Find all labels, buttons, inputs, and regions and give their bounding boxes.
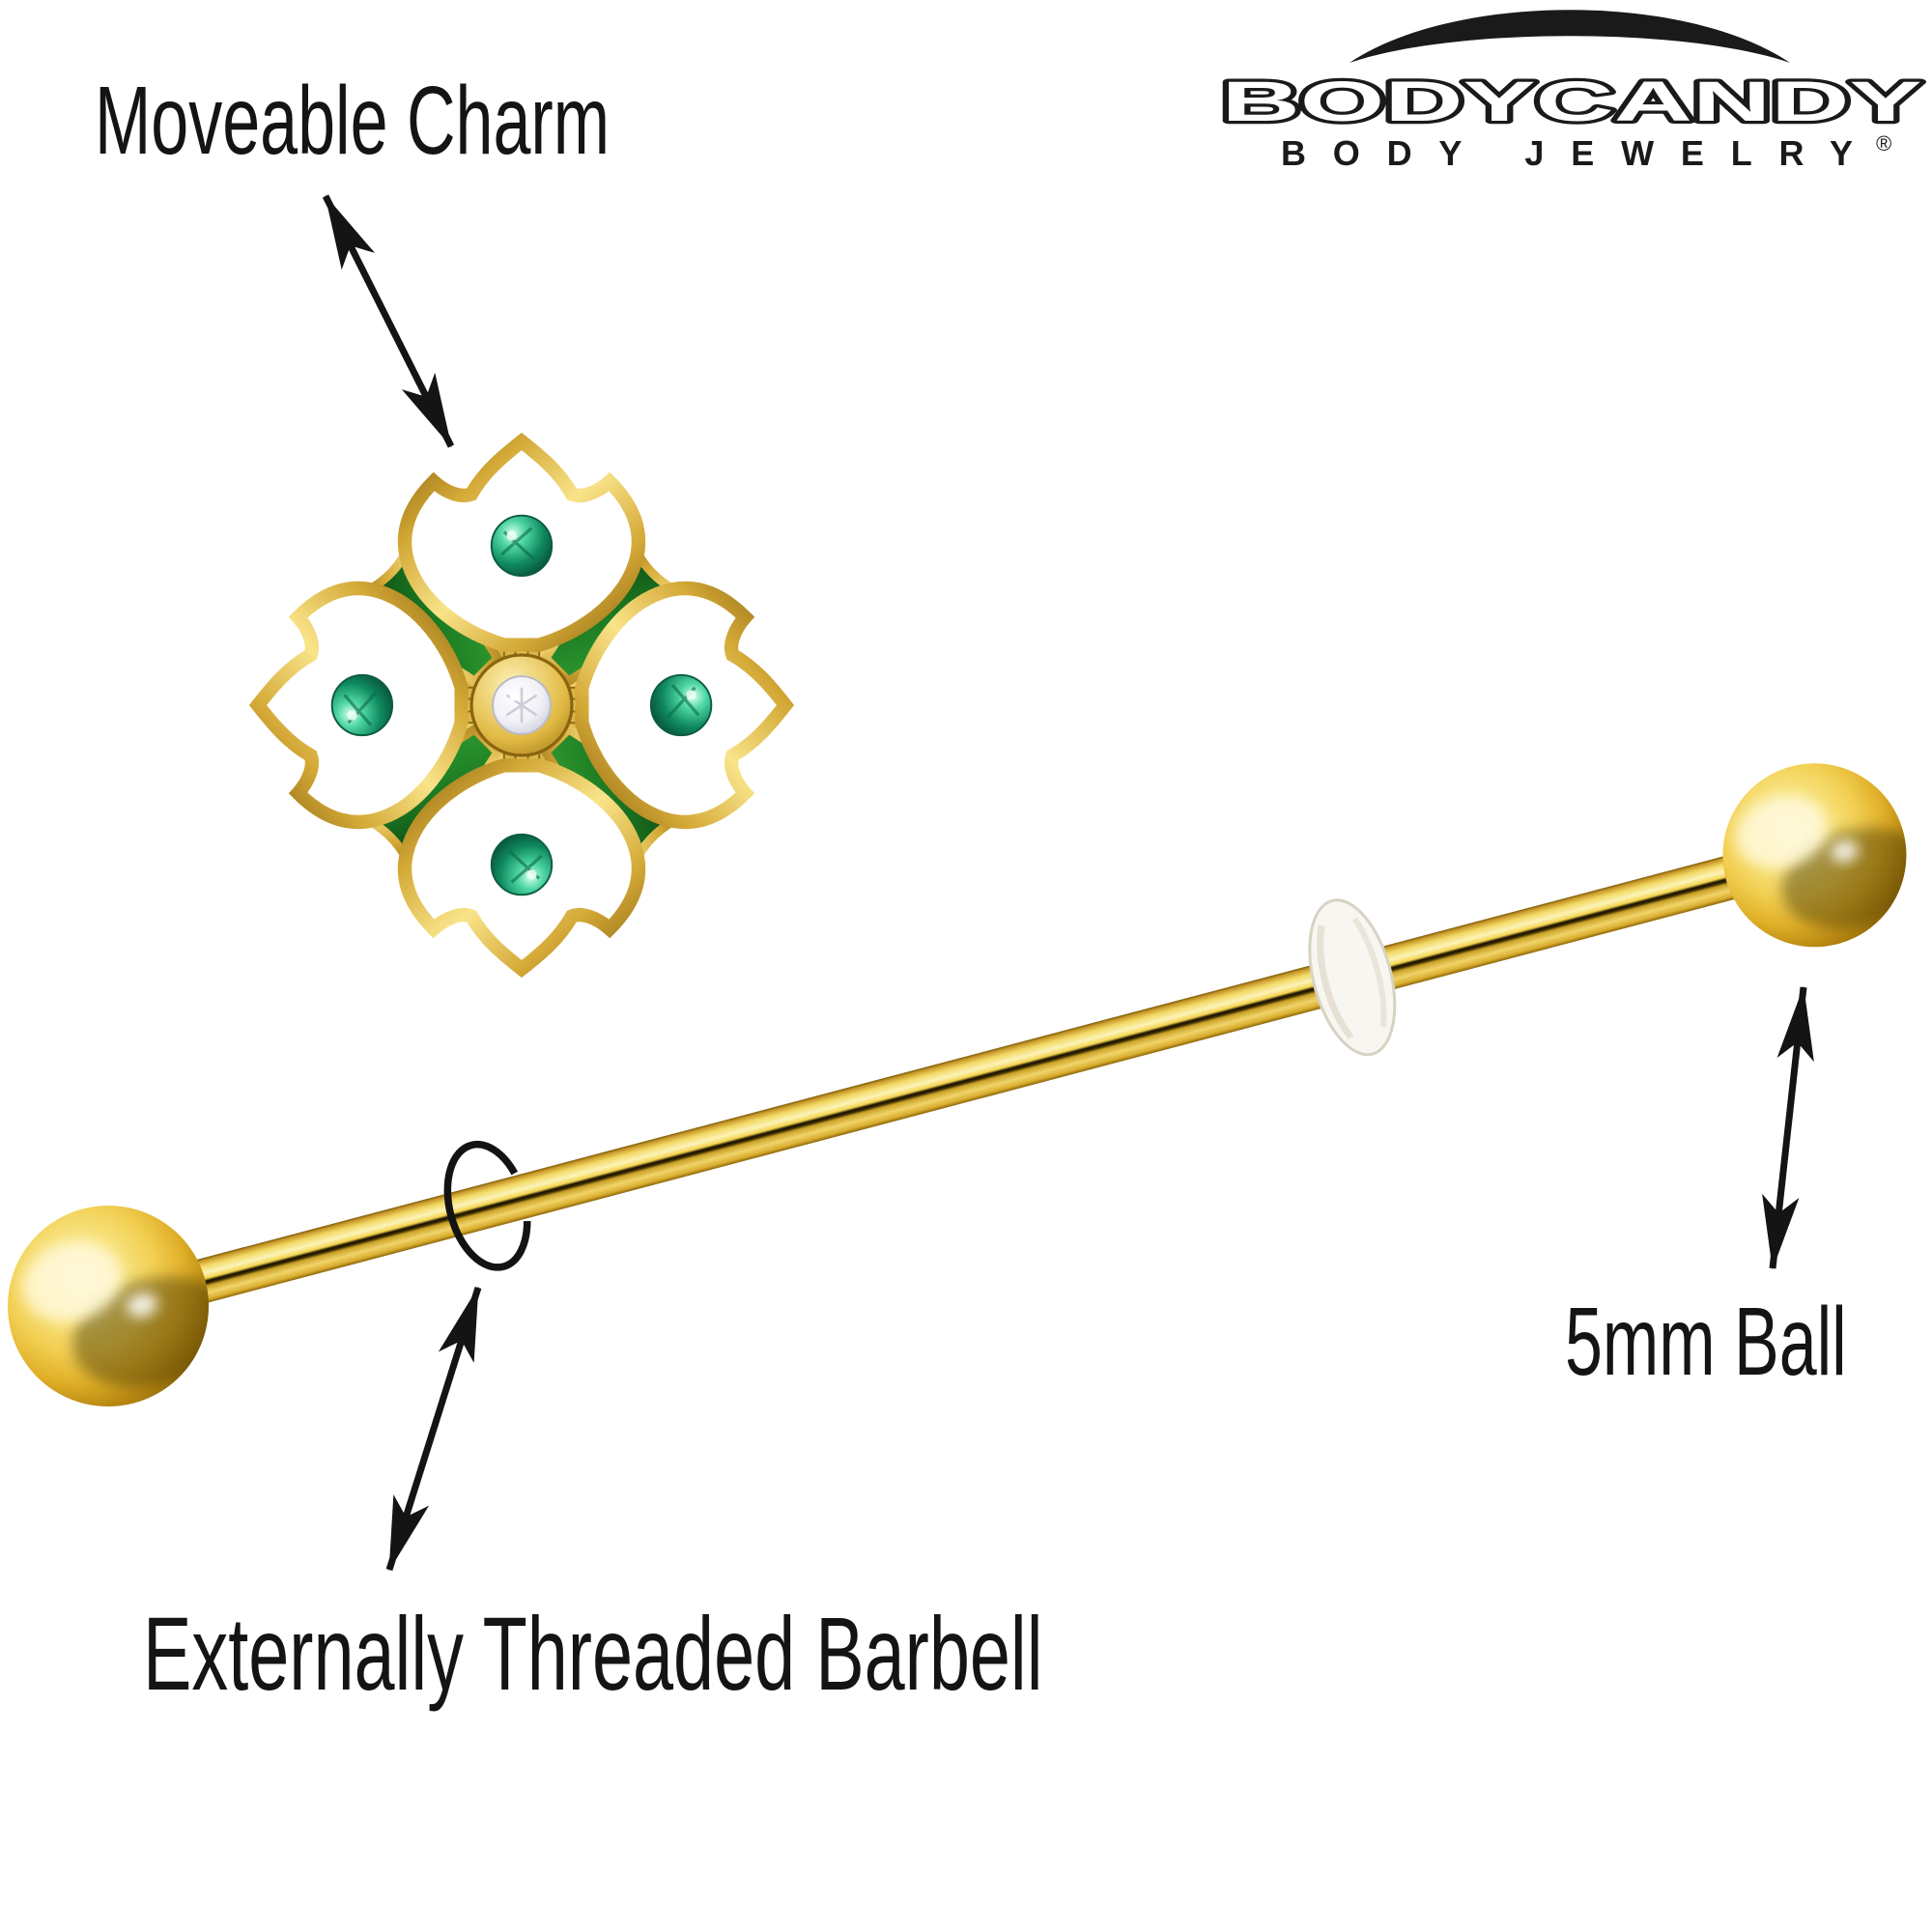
bodycandy-logo: BODYCANDY BODY JEWELRY ® bbox=[1218, 10, 1925, 173]
charm-petals bbox=[248, 432, 795, 979]
barbell-ball-left bbox=[8, 1206, 232, 1406]
ball-size-label: 5mm Ball bbox=[1565, 1292, 1932, 1393]
ball-double-arrow-icon bbox=[1762, 985, 1814, 1270]
logo-swoosh-icon bbox=[1350, 10, 1790, 63]
barbell-shaft bbox=[102, 834, 1821, 1328]
barbell-type-label-text: Externally Threaded Barbell bbox=[143, 1595, 1043, 1712]
ball-size-label-text: 5mm Ball bbox=[1565, 1288, 1847, 1396]
charm-center-stone bbox=[469, 653, 574, 757]
barbell-ball-right bbox=[1722, 763, 1927, 948]
logo-brand-text: BODYCANDY bbox=[1222, 71, 1922, 133]
industrial-barbell bbox=[8, 763, 1927, 1406]
moveable-charm bbox=[248, 432, 795, 979]
thread-marker-icon bbox=[443, 1140, 531, 1271]
moveable-charm-label-text: Moveable Charm bbox=[95, 67, 611, 175]
charm-double-arrow-icon bbox=[322, 194, 455, 448]
logo-tagline-text: BODY JEWELRY bbox=[1281, 133, 1853, 173]
barbell-type-label: Externally Threaded Barbell bbox=[143, 1595, 1429, 1712]
barbell-double-arrow-icon bbox=[385, 1286, 482, 1572]
oring bbox=[1308, 898, 1397, 1057]
registered-mark: ® bbox=[1876, 131, 1891, 156]
moveable-charm-label: Moveable Charm bbox=[95, 71, 830, 172]
